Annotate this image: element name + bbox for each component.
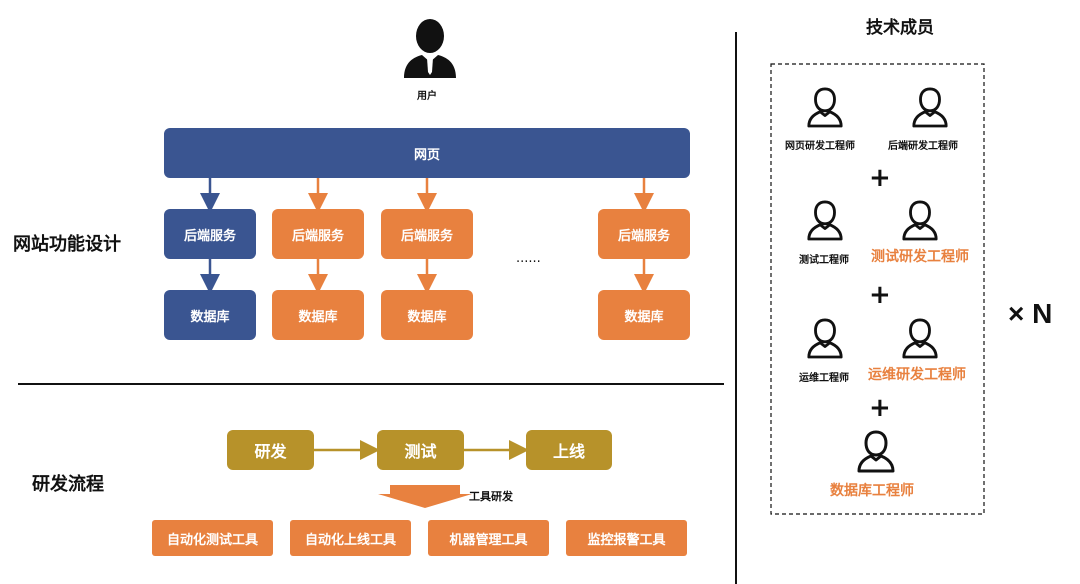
tool-monitor-alert: 监控报警工具 <box>566 520 687 556</box>
role-web-eng: 网页研发工程师 <box>785 141 855 152</box>
step-dev: 研发 <box>227 430 314 470</box>
tool-auto-test: 自动化测试工具 <box>152 520 273 556</box>
dev-process-label: 研发流程 <box>32 474 104 495</box>
plus-icon: + <box>869 393 891 423</box>
role-ops-eng: 运维工程师 <box>799 373 849 384</box>
backend-service-box: 后端服务 <box>164 209 256 259</box>
role-backend-eng: 后端研发工程师 <box>888 141 958 152</box>
backend-service-box: 后端服务 <box>381 209 473 259</box>
role-test-dev-eng: 测试研发工程师 <box>871 249 969 265</box>
backend-service-box: 后端服务 <box>598 209 690 259</box>
team-title: 技术成员 <box>866 18 934 38</box>
person-icon-db <box>857 430 895 473</box>
tool-dev-label: 工具研发 <box>469 490 513 503</box>
multiplier-label: × N <box>1008 298 1053 329</box>
database-box: 数据库 <box>272 290 364 340</box>
person-icon-test-dev <box>902 200 938 241</box>
person-icon-backend <box>912 87 948 128</box>
backend-service-box: 后端服务 <box>272 209 364 259</box>
user-icon <box>404 19 456 78</box>
role-test-eng: 测试工程师 <box>799 255 849 266</box>
tool-machine-mgmt: 机器管理工具 <box>428 520 549 556</box>
user-label: 用户 <box>417 91 437 102</box>
database-box: 数据库 <box>381 290 473 340</box>
tool-dev-arrow <box>378 485 472 508</box>
website-design-label: 网站功能设计 <box>13 234 121 255</box>
person-icon-ops <box>807 318 843 359</box>
person-icon-test <box>807 200 843 241</box>
role-db-eng: 数据库工程师 <box>830 483 914 499</box>
database-box: 数据库 <box>164 290 256 340</box>
plus-icon: + <box>869 163 891 193</box>
team-box <box>770 63 985 515</box>
tool-auto-release: 自动化上线工具 <box>290 520 411 556</box>
web-page-bar: 网页 <box>164 128 690 178</box>
plus-icon: + <box>869 280 891 310</box>
ellipsis: ...... <box>516 251 541 266</box>
step-release: 上线 <box>526 430 612 470</box>
step-test: 测试 <box>377 430 464 470</box>
person-icon-ops-dev <box>902 318 938 359</box>
database-box: 数据库 <box>598 290 690 340</box>
role-ops-dev-eng: 运维研发工程师 <box>868 367 966 383</box>
person-icon-web <box>807 87 843 128</box>
